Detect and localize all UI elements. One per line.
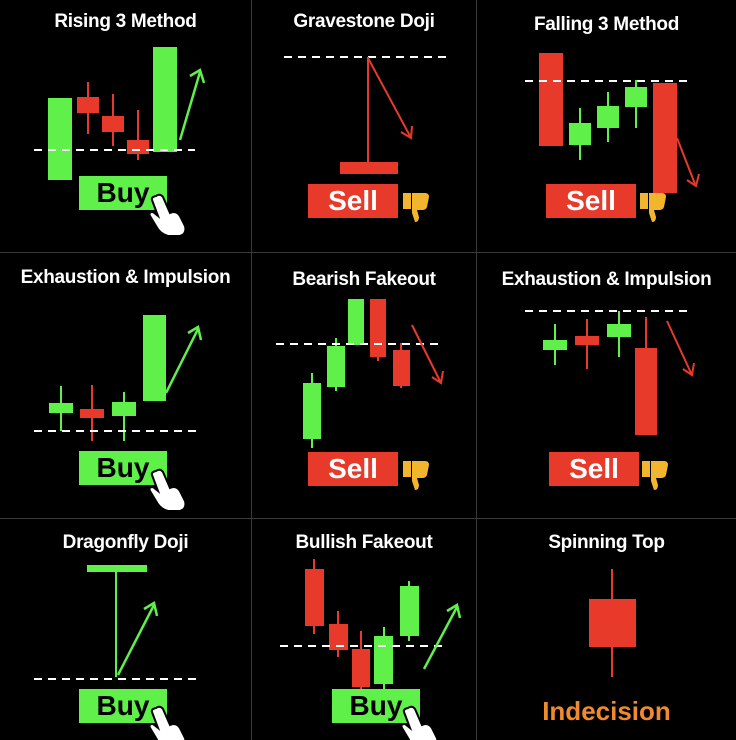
candle <box>327 346 345 387</box>
candle <box>400 586 419 636</box>
candlestick-chart <box>525 53 700 193</box>
candle <box>77 97 99 113</box>
pointing-hand-icon <box>148 468 187 512</box>
panel-exhaustion-impulsion-sell: Exhaustion & Impulsion Sell <box>477 253 736 518</box>
candlestick-chart <box>276 299 444 448</box>
candle <box>80 409 104 418</box>
pointing-hand-icon <box>148 705 187 740</box>
candle <box>393 350 410 386</box>
thumbs-down-icon <box>403 193 429 222</box>
candle <box>635 348 657 435</box>
candlestick-chart <box>589 569 636 677</box>
sell-signal-badge: Sell <box>549 452 639 486</box>
candle <box>575 336 599 345</box>
grid-divider <box>0 252 736 253</box>
panel-bullish-fakeout: Bullish Fakeout Buy <box>252 519 476 740</box>
candle <box>127 140 149 154</box>
arrow-down-icon <box>676 137 696 185</box>
candle <box>607 324 631 337</box>
candle <box>597 106 619 128</box>
panel-title: Rising 3 Method <box>54 11 197 32</box>
candle <box>102 116 124 132</box>
thumbs-down-icon <box>640 193 666 222</box>
buy-signal-badge: Buy <box>79 176 167 210</box>
candle <box>48 98 72 180</box>
buy-signal-badge: Buy <box>79 451 167 485</box>
arrow-down-icon <box>411 324 441 382</box>
candlestick-chart <box>34 315 203 441</box>
pointing-hand-icon <box>400 705 439 740</box>
indecision-label: Indecision <box>542 696 671 726</box>
candle <box>305 569 324 626</box>
thumbs-down-icon <box>642 461 668 490</box>
arrow-up-icon <box>178 71 202 141</box>
panel-gravestone-doji: Gravestone Doji Sell <box>252 0 476 252</box>
panel-spinning-top: Spinning Top Indecision <box>477 519 736 740</box>
grid-divider <box>476 0 477 740</box>
candle <box>352 649 370 687</box>
pointing-hand-icon <box>148 193 187 237</box>
grid-divider <box>251 0 252 740</box>
candle <box>625 87 647 107</box>
candle <box>543 340 567 350</box>
arrow-down-icon <box>666 320 692 374</box>
panel-rising-3-method: Rising 3 Method Buy <box>0 0 251 252</box>
candle <box>143 315 166 401</box>
candle <box>303 383 321 439</box>
candle <box>49 403 73 413</box>
arrow-down-icon <box>367 57 411 137</box>
candle <box>374 636 393 684</box>
panel-title: Spinning Top <box>548 532 665 553</box>
candle <box>370 299 386 357</box>
candlestick-chart <box>284 56 446 174</box>
candle <box>569 123 591 145</box>
sell-signal-badge: Sell <box>308 184 398 218</box>
candlestick-chart <box>525 310 695 435</box>
panel-exhaustion-impulsion-buy: Exhaustion & Impulsion Buy <box>0 253 251 518</box>
candle <box>153 47 177 152</box>
candle <box>112 402 136 416</box>
panel-title: Exhaustion & Impulsion <box>20 267 231 288</box>
candle <box>589 599 636 647</box>
sell-signal-badge: Sell <box>546 184 636 218</box>
arrow-up-icon <box>116 604 156 676</box>
candlestick-chart <box>34 565 198 680</box>
grid-divider <box>0 518 736 519</box>
panel-title: Bearish Fakeout <box>292 269 436 290</box>
arrow-up-icon <box>164 328 200 394</box>
panel-title: Falling 3 Method <box>533 14 680 35</box>
panel-falling-3-method: Falling 3 Method Sell <box>477 0 736 252</box>
candlestick-chart <box>280 559 462 694</box>
buy-signal-badge: Buy <box>79 689 167 723</box>
panel-title: Gravestone Doji <box>293 11 435 32</box>
panel-dragonfly-doji: Dragonfly Doji Buy <box>0 519 251 740</box>
candle <box>653 83 677 193</box>
panel-title: Dragonfly Doji <box>62 532 189 553</box>
panel-title: Bullish Fakeout <box>295 532 433 553</box>
sell-signal-badge: Sell <box>308 452 398 486</box>
arrow-up-icon <box>422 606 459 670</box>
thumbs-down-icon <box>403 461 429 490</box>
candle <box>539 53 563 146</box>
candle <box>329 624 348 650</box>
panel-title: Exhaustion & Impulsion <box>501 269 712 290</box>
candle <box>87 565 147 572</box>
panel-bearish-fakeout: Bearish Fakeout Sell <box>252 253 476 518</box>
candle <box>348 299 364 345</box>
candlestick-chart <box>34 47 206 180</box>
candle <box>340 162 398 174</box>
